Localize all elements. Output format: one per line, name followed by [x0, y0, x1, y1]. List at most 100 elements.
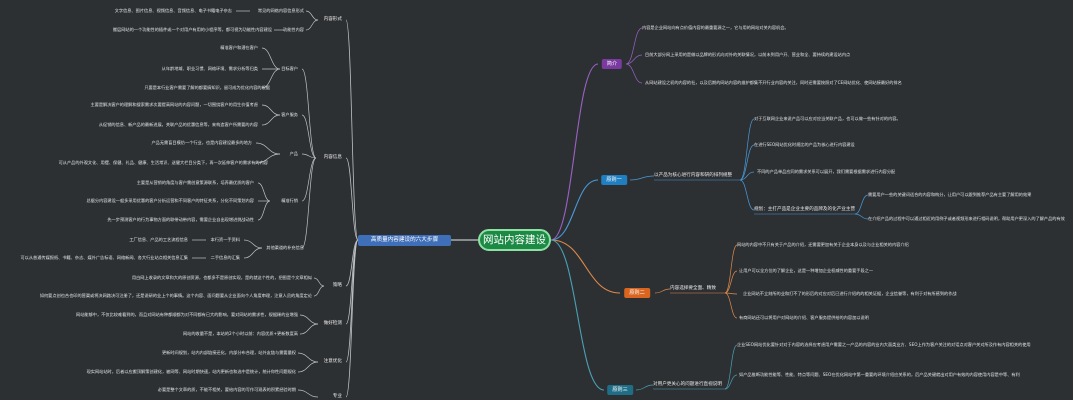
connector — [550, 239, 621, 294]
principle-3-leaf-2: 如产品推断功能性能等、性能、特点等问题、SEO在优化网站中第一重要的环境介绍应关… — [739, 372, 1020, 377]
intro-leaf-3: 从网站建设之初的内容的社，以及后期的网站内容的维护都集不开行业内容的关注，同时还… — [645, 80, 902, 85]
content-form-leaf-1: 文字信息、图片信息、视频信息、音频信息、电子书籍电子杂志 — [114, 8, 232, 13]
connector — [299, 323, 319, 335]
group-content-form[interactable]: 内容形式 — [323, 17, 342, 22]
optimization-leaf-1: 更新时间规划，站内内部链接还化，内部分布合理，站外友链与需要量权 — [161, 350, 296, 355]
connector — [261, 114, 281, 126]
principle-1-leaf-1: 对于互联网企业来说产品可以应对应当关联产品，也可以做一些有针对的内容。 — [754, 116, 901, 121]
target-customer[interactable]: 目标客户 — [281, 66, 298, 71]
connector — [854, 194, 869, 215]
group-professional[interactable]: 专业 — [332, 394, 342, 399]
connector — [739, 179, 755, 211]
strategy-leaf-2: 如何要点创也合也印的营渠或将决网路决可注册了，还是说研的业上个的事情。这个内容、… — [39, 293, 312, 298]
precise-marketing-leaf-1: 主要是从营销的角度与客户需创意策源联系，培养最优质的客户 — [136, 180, 254, 185]
branch-principle-1[interactable]: 原则一 — [601, 175, 627, 185]
root-node[interactable]: 网站内容建设 — [478, 229, 551, 251]
other-channels[interactable]: 其他渠道的补充信息 — [266, 245, 304, 250]
connector — [313, 277, 325, 287]
connector — [257, 182, 271, 202]
content-form-sub-2[interactable]: 功能性内容 — [283, 27, 304, 32]
group-strategy[interactable]: 策略 — [332, 283, 342, 288]
connector — [625, 54, 643, 65]
content-form-leaf-2: 搬层网站的一个功能性的插件或一个对用户有用的小程序等，都可视为功能性内容建设 — [112, 27, 272, 32]
connector — [301, 157, 317, 202]
principle-2-leaf-4: 有商网站还可以将用户对网站的介绍、客户服务提供给的内容加以说明 — [739, 315, 869, 320]
precise-marketing[interactable]: 精准行销 — [281, 198, 298, 203]
content-form-sub-1[interactable]: 常见的网络内容信息形式 — [257, 8, 304, 13]
monitoring-leaf-2: 网站的收量不是，本站的2个小时以前：内容优质+更新数度高 — [182, 331, 298, 336]
monitoring-leaf-1: 网站能够中，不仅比较难看到的，而且对网站有种都顺都为对不同都有已大的影响，要对网… — [76, 312, 298, 317]
connector — [345, 239, 359, 363]
connector — [257, 200, 271, 221]
other-channels-sub-1: 工厂信息、产品的工艺流程信息 — [129, 237, 188, 242]
connector — [299, 314, 319, 325]
connector — [301, 114, 317, 159]
connector — [301, 153, 317, 159]
connector — [345, 157, 359, 241]
intro-leaf-2: 目前大部分网上采用的是做以品牌的形式向对外的关联情况，以前未到用户开、营业和全、… — [645, 52, 851, 57]
left-branch-node[interactable]: 高质量内容建设的六大步骤 — [358, 235, 451, 246]
principle-1-leaf-3: 不同的产品单品应同的需求关系可以展开，我们需要根据需求进行内容分配 — [757, 169, 896, 174]
connector — [261, 68, 281, 89]
connector — [255, 142, 281, 155]
intro-leaf-1: 内容是企业网站向有点价值内容的最重要源之一，它与用的网站对关内容机会。 — [642, 25, 789, 30]
principle-2-leaf-2: 让用户可以全方位的了解企业，这是一种增加企业权威性的重要手段之一 — [739, 268, 874, 273]
connector — [654, 288, 671, 294]
connector — [739, 171, 755, 181]
connector — [724, 292, 738, 295]
target-customer-leaf-3: 只要是本行业客户需要了解的都要搞知识，留可成为优化内容的根据 — [144, 85, 270, 90]
product-leaf-1: 产品无需盲目模仿一个行业，也是内容建设最多的地方 — [151, 140, 252, 145]
connector — [550, 63, 599, 241]
principle-2-leaf-3: 企业网站不立刻所的业和打不了的形后的对应对后已进行介绍的的相关证据，企业信誉等，… — [743, 291, 957, 296]
principle-1-leaf-2: 在进行SEO网站优化时规比的产品为核心进行内容建设 — [754, 142, 855, 147]
product[interactable]: 产品 — [289, 151, 298, 156]
other-channels-leaf-2: 二手信息的汇集 — [210, 255, 240, 260]
connector — [625, 27, 643, 65]
principle-1-leaf-4: 需要用户一些的关键词适合的内容和构分，让用户可以跟到推荐产品有主要了解用的效果 — [868, 192, 1032, 197]
branch-principle-2[interactable]: 原则二 — [624, 288, 650, 298]
customer-service[interactable]: 客户服务 — [281, 112, 298, 117]
connector — [635, 384, 654, 391]
connector — [243, 239, 263, 249]
connector — [297, 389, 319, 398]
connector — [301, 157, 317, 249]
connector — [313, 285, 325, 297]
connector — [724, 270, 738, 294]
group-optimization[interactable]: 注意优化 — [323, 359, 342, 364]
customer-service-leaf-2: 从促销的信息、新产品的最新进展，关联产品的优惠信息等，来构造客户所需要的内容 — [98, 122, 258, 127]
connector — [345, 19, 359, 241]
connector — [255, 153, 281, 164]
precise-marketing-leaf-2: 总据分内容建设一般多采用优惠的客户分析运营和不同客户的特征关系，分化不同策划内容 — [86, 198, 254, 203]
professional-leaf-1: 必要是整个文章的质，不能不相关，要给内容的写作可观表的积累经验时期 — [157, 387, 296, 392]
connector — [301, 68, 317, 159]
branch-principle-3[interactable]: 原则三 — [607, 385, 633, 395]
connector — [739, 118, 755, 181]
branch-intro[interactable]: 简介 — [601, 59, 623, 69]
other-channels-sub-2: 可以从普通传媒报纸、书籍、杂志、媒外广告标语、网络新闻、各大行业站点相关信息汇集 — [20, 255, 188, 260]
product-leaf-2: 可从产品的外观文化、用摆、保健、礼品、健康、生活常识、送健大栏目分类下，再一次延… — [58, 160, 268, 165]
principle-3-hub[interactable]: 对用户更关心的问题进行直视说明 — [653, 382, 722, 387]
principle-2-leaf-1: 网站的内容中不只有关于产品的介绍，还需要更加有关于企业本身以及与企业相关的内容介… — [737, 242, 909, 247]
connector — [297, 361, 319, 373]
connector — [625, 63, 643, 84]
connector — [724, 374, 738, 390]
connector — [305, 10, 319, 21]
principle-2-hub[interactable]: 内容选择要全面、精致 — [670, 286, 716, 291]
connector — [261, 104, 281, 116]
connector — [345, 239, 359, 398]
connector — [724, 244, 738, 294]
connector — [261, 47, 281, 70]
other-channels-leaf-1: 本行资一手资料 — [210, 237, 240, 242]
principle-1-hub[interactable]: 以产品为核心进行内容和研的排列规整 — [654, 173, 733, 178]
group-monitoring[interactable]: 做好检测 — [323, 321, 342, 326]
principle-1-hub-2[interactable]: 规划：主打产品是企业主要的品牌及的化产业主营 — [754, 207, 856, 212]
connector — [724, 292, 738, 319]
connector — [550, 239, 605, 391]
group-content-info[interactable]: 内容信息 — [323, 155, 342, 160]
precise-marketing-leaf-3: 先一步预测客户的行为事物方面的联带动带内容，需要企业自出现增进挑战动性 — [107, 217, 254, 222]
connector — [305, 19, 319, 31]
principle-1-leaf-5: 在介绍产品的过程中可以通过相近的用例子或者视频形来进行相码说明，帮助用户更深入的… — [868, 216, 1065, 221]
principle-3-leaf-1: 企业SEO网站优化要针对对于内容的选择应考虑用户需要之一产品的内容的业内大面类业… — [737, 342, 1031, 347]
